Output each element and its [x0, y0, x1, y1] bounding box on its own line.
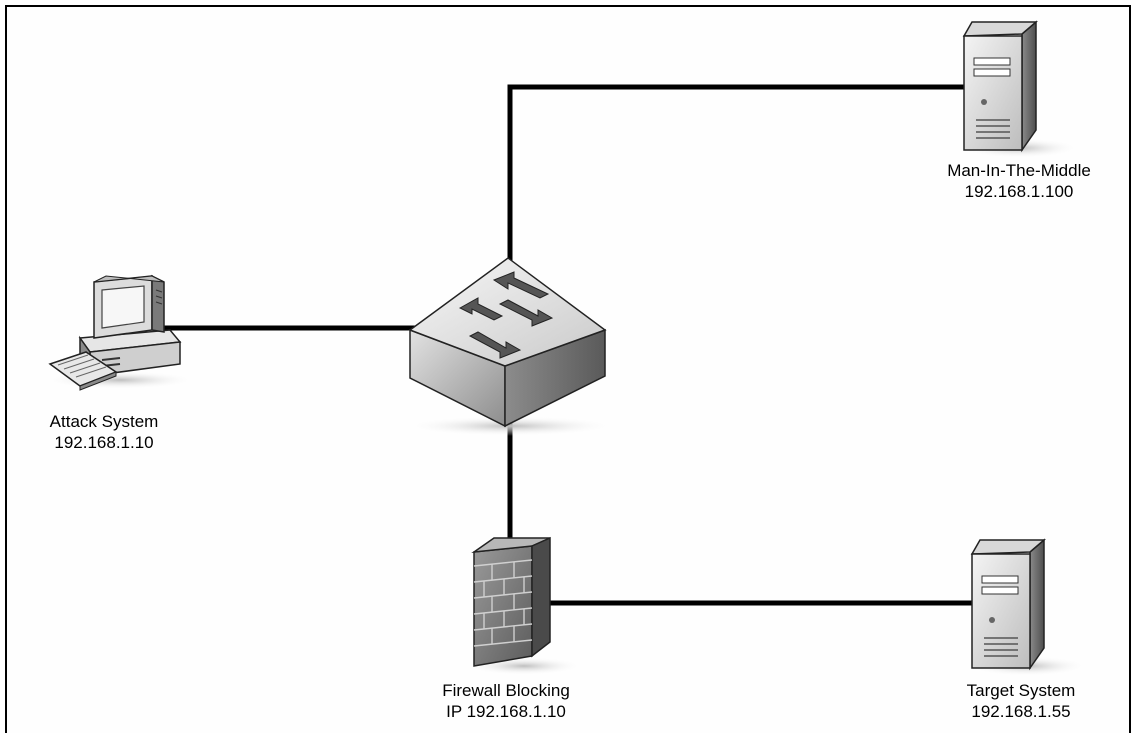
node-name: Attack System: [50, 411, 159, 432]
network-switch-icon: [405, 258, 615, 436]
desktop-computer-icon: [45, 276, 195, 390]
server-tower-icon: [967, 540, 1087, 676]
node-label-attacker: Attack System 192.168.1.10: [50, 411, 159, 453]
node-ip: 192.168.1.100: [947, 181, 1091, 202]
node-ip: IP 192.168.1.10: [442, 701, 570, 722]
firewall-brick-icon: [466, 538, 582, 675]
node-ip: 192.168.1.55: [967, 701, 1076, 722]
node-label-mitm: Man-In-The-Middle 192.168.1.100: [947, 160, 1091, 202]
node-label-firewall: Firewall Blocking IP 192.168.1.10: [442, 680, 570, 722]
server-tower-icon: [959, 22, 1079, 158]
link-switch-mitm: [510, 87, 990, 318]
node-ip: 192.168.1.10: [50, 432, 159, 453]
node-name: Man-In-The-Middle: [947, 160, 1091, 181]
node-label-target: Target System 192.168.1.55: [967, 680, 1076, 722]
node-name: Target System: [967, 680, 1076, 701]
node-name: Firewall Blocking: [442, 680, 570, 701]
